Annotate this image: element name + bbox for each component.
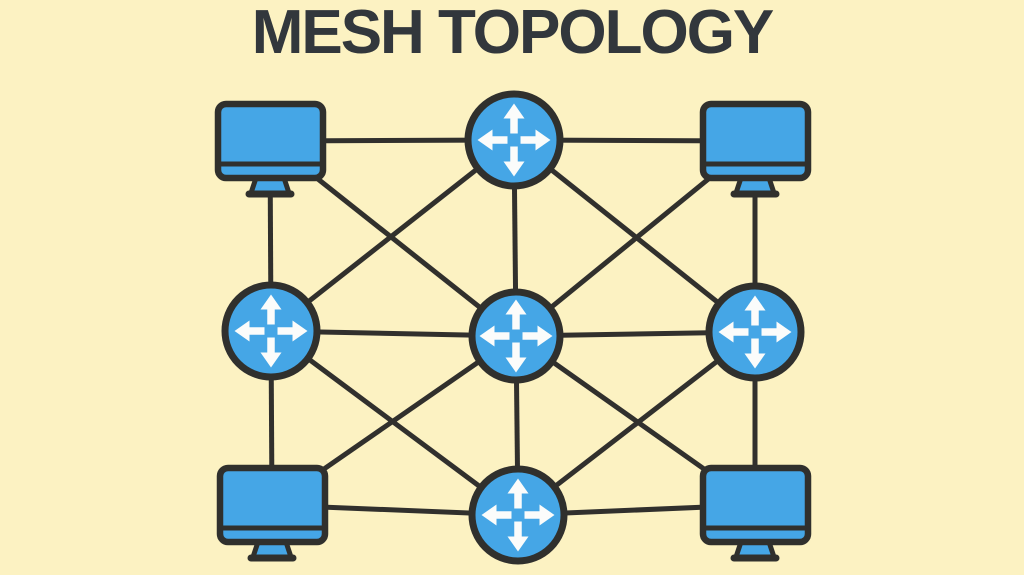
router-left — [221, 281, 321, 381]
router-arrows-icon — [718, 295, 792, 369]
nodes-layer — [214, 90, 812, 565]
pc-bottom-left — [216, 464, 329, 562]
link-router-right--router-bottom — [516, 330, 757, 517]
computer-monitor-icon — [216, 464, 329, 562]
computer-monitor-icon — [699, 464, 812, 562]
router-arrows-icon — [479, 299, 553, 373]
link-router-top--router-left — [269, 138, 516, 333]
pc-bottom-right — [699, 464, 812, 562]
router-arrows-icon — [481, 478, 555, 552]
router-right — [705, 282, 805, 382]
pc-top-left — [214, 100, 327, 198]
computer-monitor-icon — [699, 100, 812, 198]
page-title: MESH TOPOLOGY — [251, 0, 775, 67]
router-arrows-icon — [234, 294, 308, 368]
link-router-top--router-right — [512, 138, 757, 334]
router-center — [468, 288, 564, 384]
pc-top-right — [699, 100, 812, 198]
router-bottom — [468, 465, 568, 565]
router-top — [464, 90, 564, 190]
computer-monitor-icon — [214, 100, 327, 198]
router-arrows-icon — [477, 103, 551, 177]
